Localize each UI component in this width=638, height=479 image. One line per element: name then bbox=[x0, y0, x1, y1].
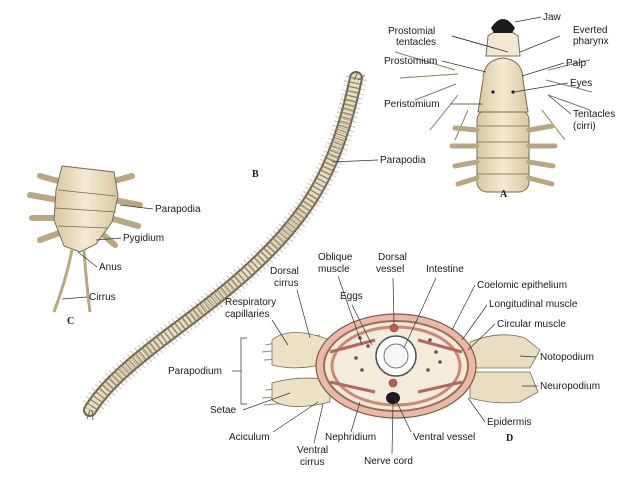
label-dorsal-vessel-line2: vessel bbox=[376, 264, 404, 275]
label-eggs: Eggs bbox=[340, 291, 363, 302]
label-tentacles-line1: Tentacles bbox=[573, 109, 615, 120]
label-pygidium: Pygidium bbox=[123, 233, 164, 244]
label-ventral-cirrus-line2: cirrus bbox=[300, 457, 324, 468]
label-coelomic-epithelium: Coelomic epithelium bbox=[477, 280, 567, 291]
panel-label-c: C bbox=[67, 316, 74, 327]
label-nephridium: Nephridium bbox=[325, 432, 376, 443]
label-everted-pharynx-line1: Everted bbox=[573, 25, 607, 36]
leader-lines bbox=[61, 16, 572, 455]
label-eyes: Eyes bbox=[570, 78, 592, 89]
label-setae: Setae bbox=[210, 405, 237, 416]
label-prostomial-tentacles-line2: tentacles bbox=[396, 37, 436, 48]
worm-a-head-illustration bbox=[394, 19, 593, 193]
label-neuropodium: Neuropodium bbox=[540, 381, 600, 392]
label-parapodia-c: Parapodia bbox=[155, 204, 201, 215]
label-respiratory-capillaries-line2: capillaries bbox=[225, 309, 269, 320]
label-oblique-muscle-line1: Oblique bbox=[318, 252, 353, 263]
label-oblique-muscle-line2: muscle bbox=[318, 264, 350, 275]
worm-b-illustration bbox=[80, 71, 367, 421]
label-ventral-cirrus-line1: Ventral bbox=[297, 445, 328, 456]
worm-c-tail-illustration bbox=[27, 165, 143, 313]
label-dorsal-cirrus-line2: cirrus bbox=[274, 278, 298, 289]
label-jaw: Jaw bbox=[543, 12, 562, 23]
label-prostomial-tentacles-line1: Prostomial bbox=[388, 26, 435, 37]
label-ventral-vessel: Ventral vessel bbox=[413, 432, 475, 443]
label-longitudinal-muscle: Longitudinal muscle bbox=[489, 299, 578, 310]
panel-label-d: D bbox=[506, 433, 513, 444]
label-prostomium: Prostomium bbox=[384, 56, 437, 67]
cross-section-d-illustration bbox=[261, 313, 541, 419]
label-notopodium: Notopodium bbox=[540, 352, 594, 363]
label-cirrus: Cirrus bbox=[89, 292, 116, 303]
panel-label-b: B bbox=[252, 169, 259, 180]
label-circular-muscle: Circular muscle bbox=[497, 319, 566, 330]
label-peristomium: Peristomium bbox=[384, 99, 440, 110]
panel-label-a: A bbox=[500, 189, 508, 200]
label-respiratory-capillaries-line1: Respiratory bbox=[225, 297, 276, 308]
label-dorsal-vessel-line1: Dorsal bbox=[378, 252, 407, 263]
label-aciculum: Aciculum bbox=[229, 432, 270, 443]
label-dorsal-cirrus-line1: Dorsal bbox=[270, 266, 299, 277]
label-everted-pharynx-line2: pharynx bbox=[573, 36, 609, 47]
label-tentacles-line2: (cirri) bbox=[573, 121, 596, 132]
label-palp: Palp bbox=[566, 58, 586, 69]
label-intestine: Intestine bbox=[426, 264, 464, 275]
label-parapodium: Parapodium bbox=[168, 366, 222, 377]
label-parapodia-b: Parapodia bbox=[380, 155, 426, 166]
label-nerve-cord: Nerve cord bbox=[364, 456, 413, 467]
label-epidermis: Epidermis bbox=[487, 417, 531, 428]
label-anus: Anus bbox=[99, 262, 122, 273]
